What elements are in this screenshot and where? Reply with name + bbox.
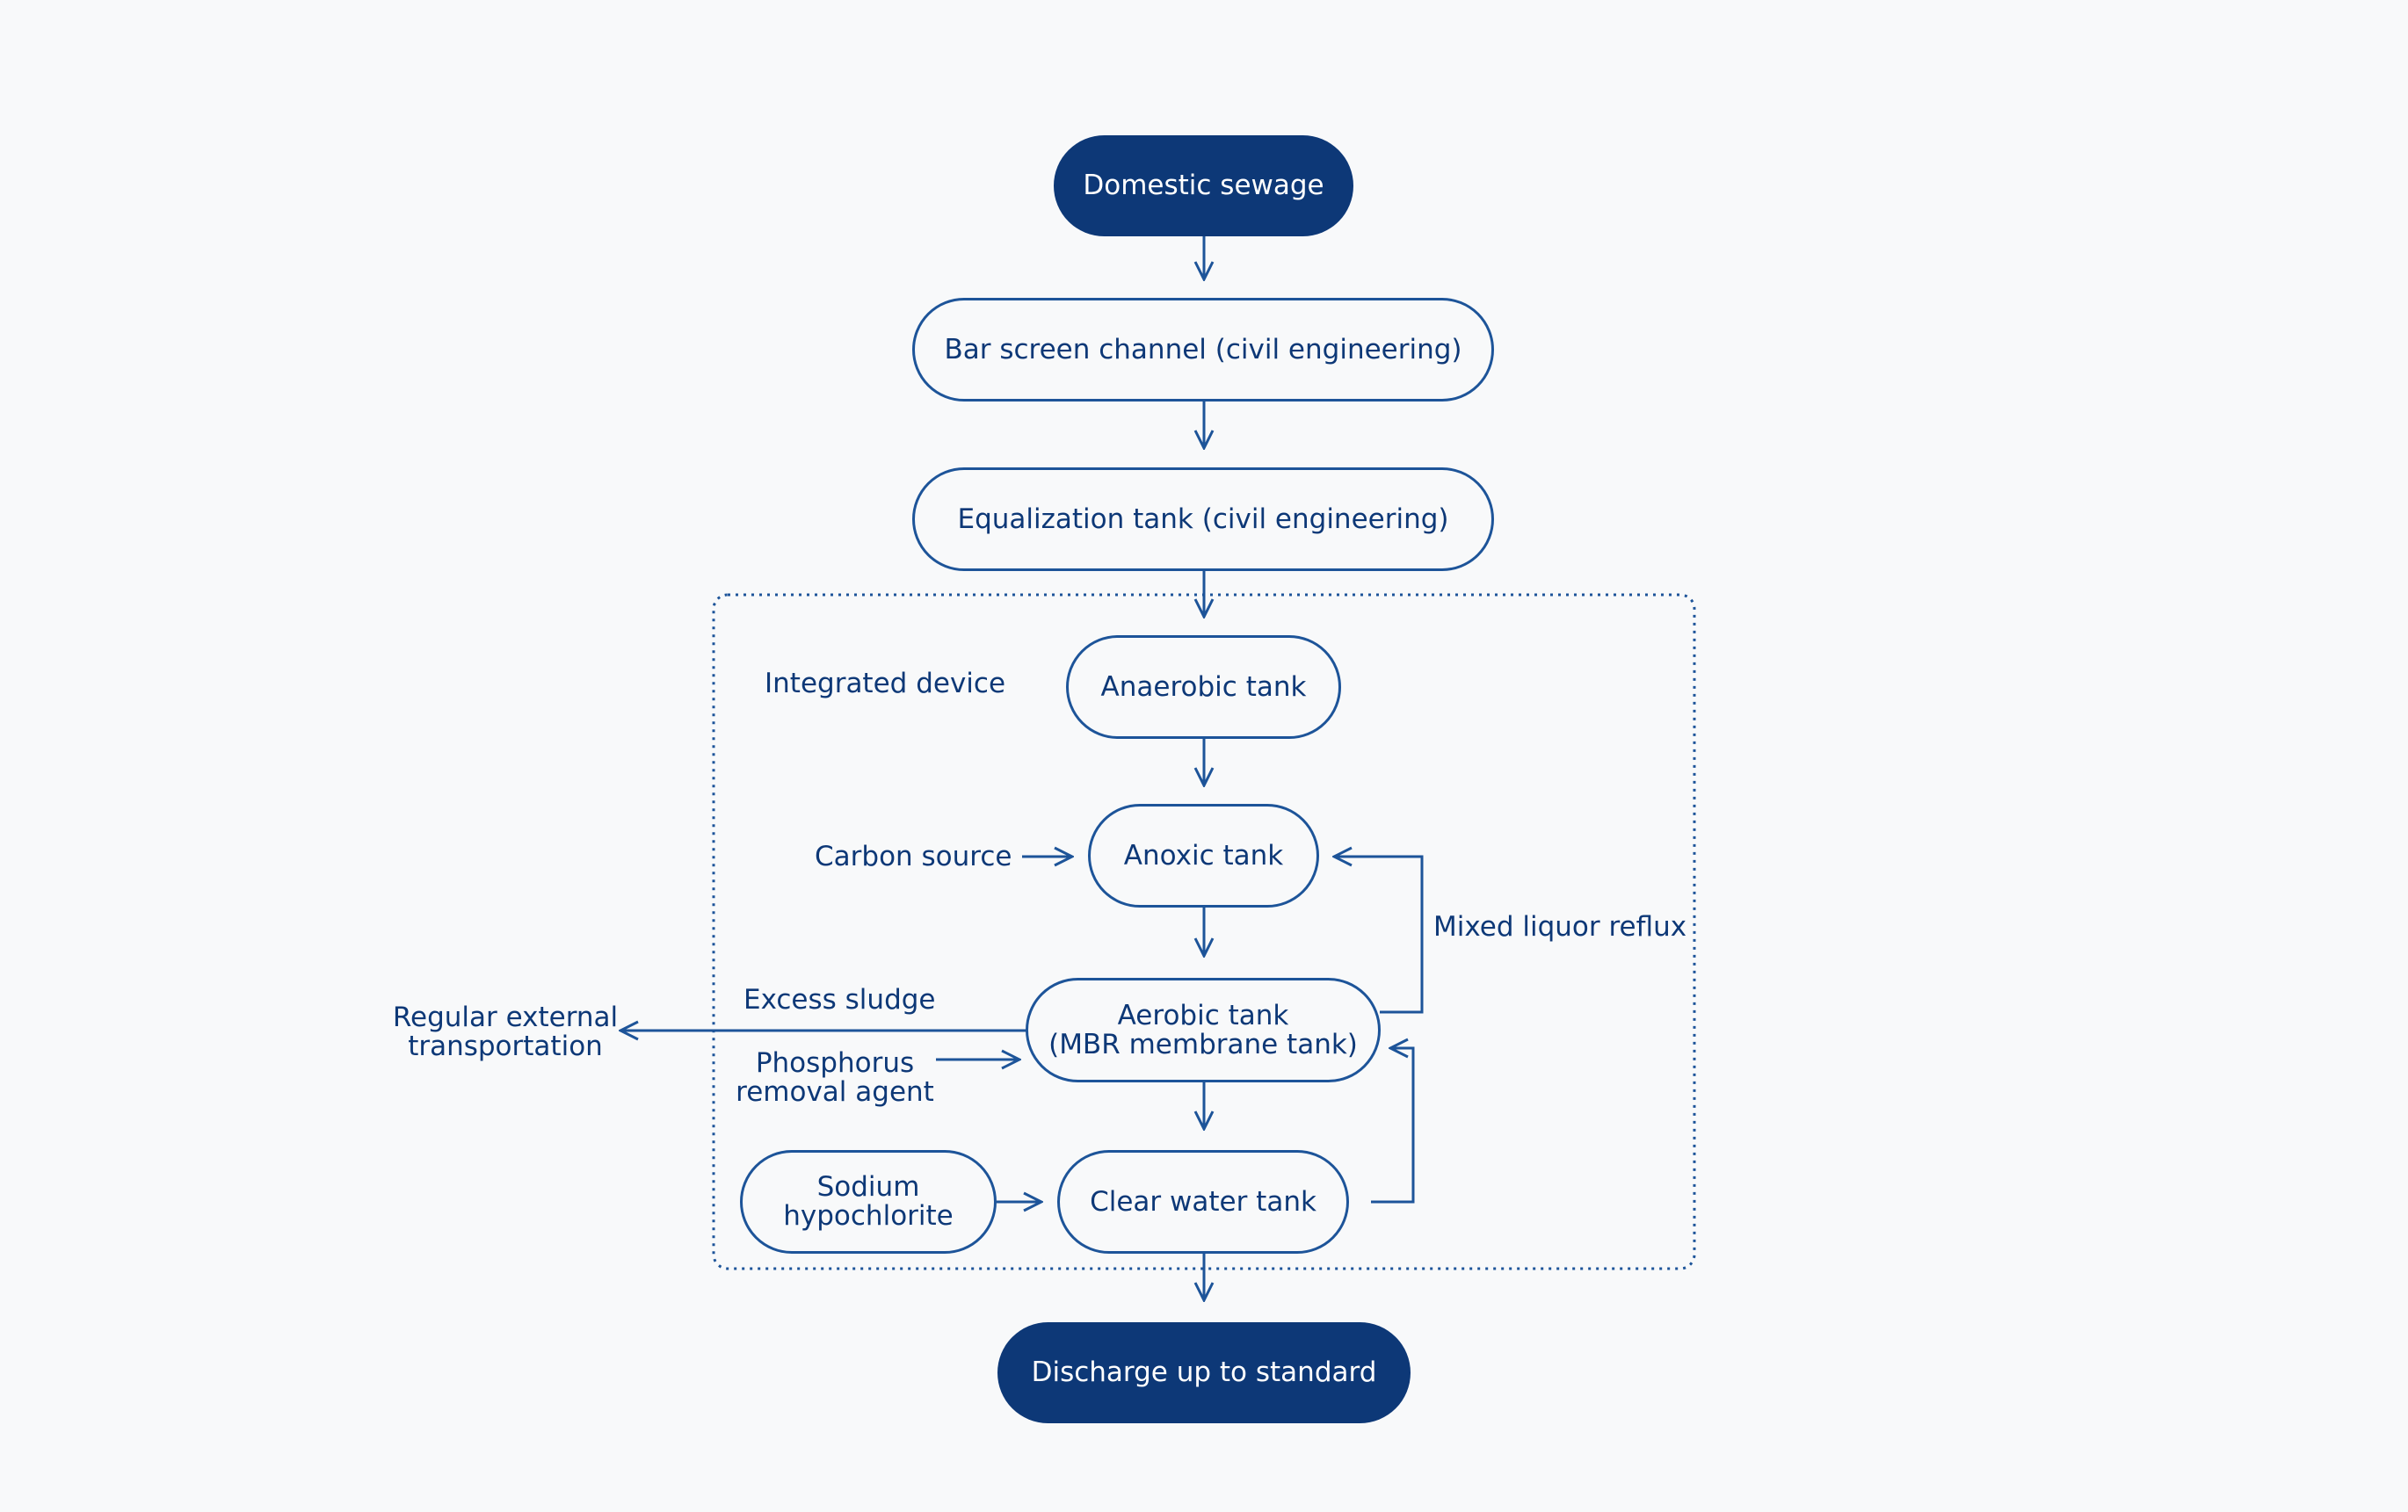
node-discharge-label: Discharge up to standard [1031,1356,1377,1388]
node-domestic-sewage-label: Domestic sewage [1083,170,1324,201]
node-anoxic-tank-label: Anoxic tank [1123,839,1284,872]
label-excess-sludge: Excess sludge [743,984,936,1016]
node-bar-screen-channel-label: Bar screen channel (civil engineering) [944,333,1462,365]
label-mixed-liquor-reflux: Mixed liquor reflux [1433,911,1687,943]
node-anaerobic-tank-label: Anaerobic tank [1100,670,1307,703]
arrow-mixed-liquor-reflux [1334,857,1424,1014]
label-regular-external-transportation: Regular external transportation [392,1002,619,1062]
node-domestic-sewage: Domestic sewage [1054,135,1353,236]
node-anaerobic-tank: Anaerobic tank [1066,635,1341,739]
node-equalization-tank-label: Equalization tank (civil engineering) [957,503,1449,535]
node-anoxic-tank: Anoxic tank [1088,804,1319,908]
node-equalization-tank: Equalization tank (civil engineering) [912,467,1494,571]
arrow-clear-water-return [1371,1048,1415,1204]
node-aerobic-tank-label: Aerobic tank (MBR membrane tank) [1048,999,1358,1060]
label-phosphorus-removal-agent: Phosphorus removal agent [736,1047,934,1108]
node-sodium-hypochlorite-label: Sodium hypochlorite [783,1171,954,1232]
node-aerobic-tank: Aerobic tank (MBR membrane tank) [1026,978,1381,1082]
node-bar-screen-channel: Bar screen channel (civil engineering) [912,298,1494,402]
node-discharge: Discharge up to standard [997,1322,1411,1423]
label-integrated-device: Integrated device [765,668,1006,699]
node-clear-water-tank: Clear water tank [1057,1150,1349,1254]
label-carbon-source: Carbon source [815,841,1012,872]
node-sodium-hypochlorite: Sodium hypochlorite [740,1150,997,1254]
node-clear-water-tank-label: Clear water tank [1090,1185,1316,1218]
